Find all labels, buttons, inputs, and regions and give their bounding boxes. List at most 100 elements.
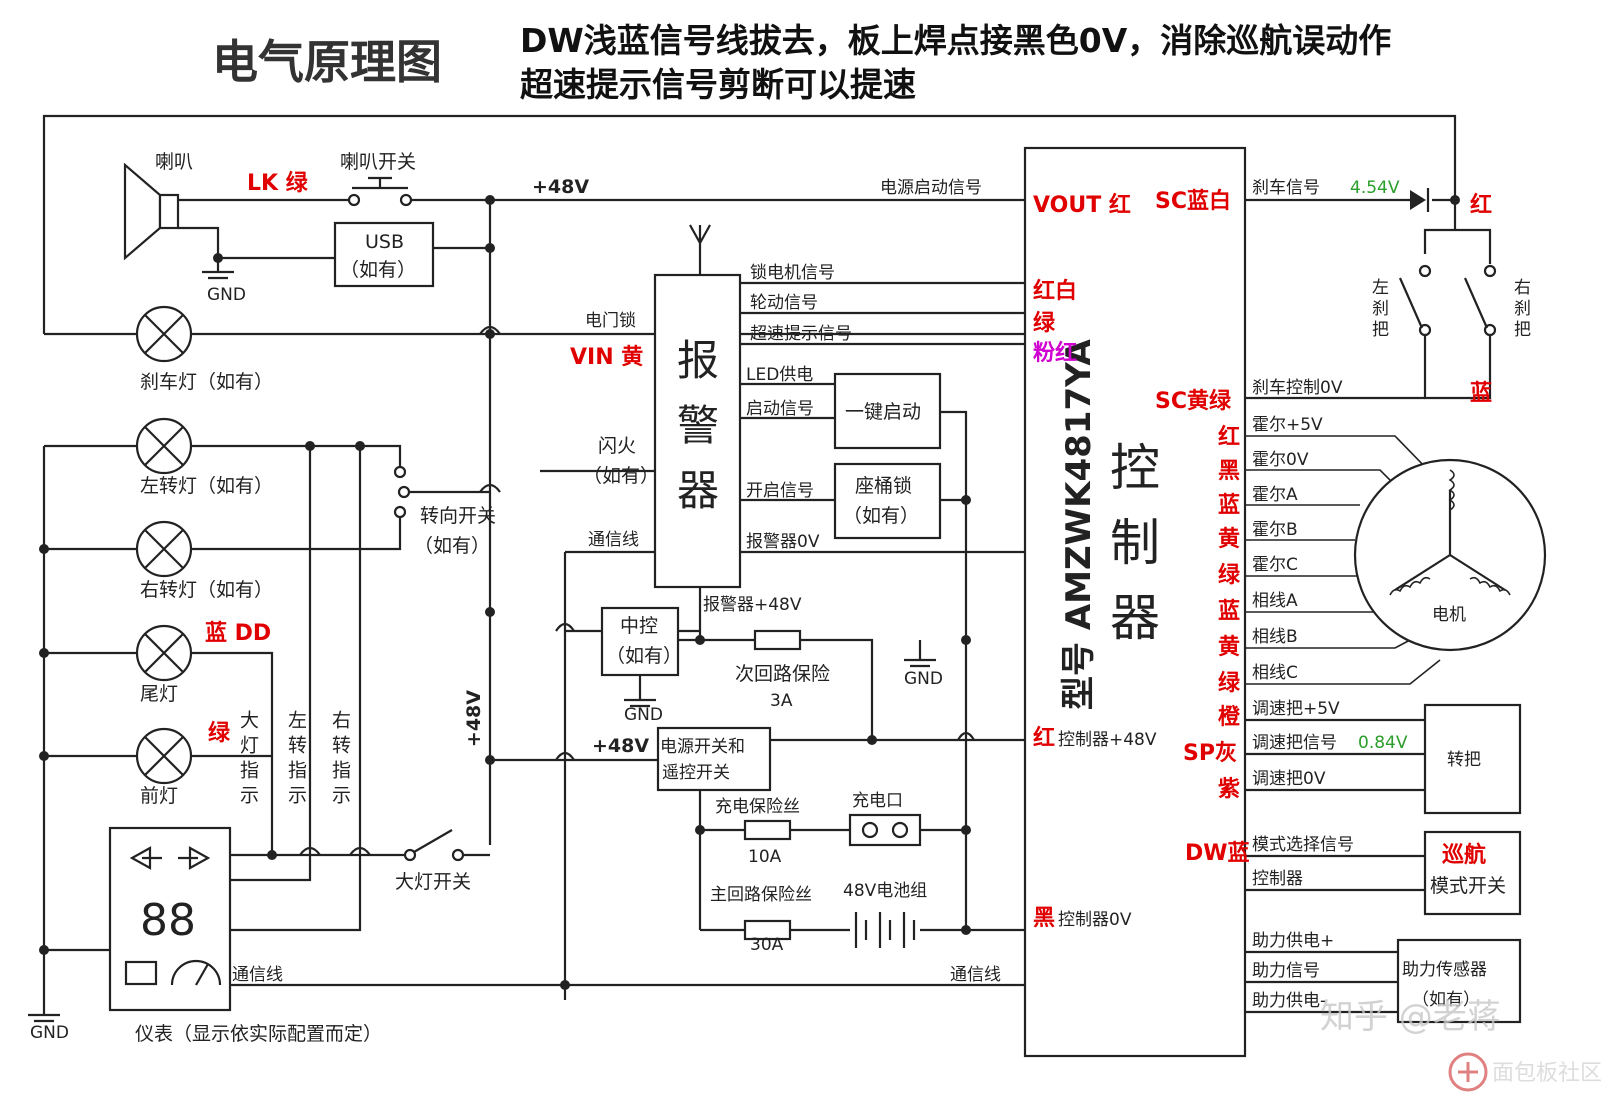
assist-line-0: 助力供电+: [1252, 931, 1334, 951]
assist-sensor-optional: （如有）: [1412, 990, 1480, 1010]
red-white-label: 红白: [1033, 278, 1077, 304]
right-brake-label: 右刹把: [1510, 278, 1531, 341]
head-lamp-color: 绿: [208, 720, 231, 746]
power-switch-label-2: 遥控开关: [662, 763, 730, 783]
charge-fuse-value: 10A: [748, 847, 782, 867]
phase-color-1: 黄: [1218, 635, 1240, 660]
phase-color-2: 绿: [1218, 670, 1241, 696]
left-indicator-label: 左转指示: [285, 710, 307, 810]
site-logo-icon: [1448, 1052, 1488, 1092]
brake-ctrl-label: 刹车控制0V: [1252, 378, 1343, 398]
hall-color-2: 蓝: [1218, 493, 1240, 518]
horn-switch-symbol: [347, 176, 413, 207]
tail-lamp-color: 蓝 DD: [205, 621, 271, 646]
meter-panel: [108, 826, 232, 1012]
right-brake-switch: [1463, 264, 1497, 345]
hall-color-1: 黑: [1218, 459, 1240, 484]
hall-color-0: 红: [1218, 424, 1240, 450]
assist-line-2: 助力供电-: [1252, 991, 1326, 1011]
tail-lamp-label: 尾灯: [140, 683, 178, 705]
charge-fuse-label: 充电保险丝: [715, 797, 800, 817]
main-fuse-value: 30A: [750, 935, 784, 955]
hall-line-4: 霍尔C: [1252, 555, 1298, 575]
alarm-signal-0: 锁电机信号: [750, 263, 835, 283]
controller-char-1: 控: [1110, 439, 1160, 497]
brake-lamp-label: 刹车灯（如有）: [140, 371, 273, 393]
brake-signal-label: 刹车信号: [1252, 178, 1320, 198]
head-indicator-label: 大灯指示: [237, 710, 259, 810]
flash-optional-label: （如有）: [583, 465, 659, 487]
power-switch-label-1: 电源开关和: [660, 737, 745, 757]
throttle-line-2: 调速把0V: [1252, 769, 1326, 789]
throttle-color-2: 紫: [1218, 776, 1240, 802]
comm-line-mid-label: 通信线: [588, 530, 639, 550]
mode-switch-label: 模式开关: [1430, 875, 1506, 897]
usb-label: USB: [365, 231, 404, 253]
assist-sensor-box: [1396, 938, 1522, 1024]
charge-port-label: 充电口: [852, 791, 903, 811]
flash-label: 闪火: [598, 435, 636, 457]
header-note-line1: DW浅蓝信号线拔去，板上焊点接黑色0V，消除巡航误动作: [520, 21, 1391, 60]
throttle-line-1: 调速把信号: [1252, 733, 1337, 753]
comm-line-bottom-right: 通信线: [950, 965, 1001, 985]
ignition-label: 电门锁: [585, 311, 636, 331]
turn-switch-label: 转向开关: [420, 505, 496, 527]
hall-line-7: 相线C: [1252, 663, 1298, 683]
assist-line-1: 助力信号: [1252, 961, 1320, 981]
head-lamp-label: 前灯: [140, 785, 178, 807]
alarm-signal-2: 超速提示信号: [750, 324, 852, 344]
turn-switch-optional: （如有）: [414, 535, 490, 557]
alarm-signal-4: 启动信号: [746, 399, 814, 419]
alarm-char-1: 报: [677, 336, 719, 385]
motor-symbol: [1353, 458, 1547, 652]
battery-symbol: [854, 912, 916, 948]
brake-lamp: [135, 305, 193, 363]
turn-switch-symbol: [393, 465, 411, 519]
plus48v-top-label: +48V: [532, 176, 589, 198]
gnd-horn-label: GND: [207, 285, 246, 305]
mode-controller-label: 控制器: [1252, 869, 1303, 889]
mode-switch-box: [1423, 830, 1522, 916]
sub-fuse: [753, 629, 802, 651]
power-start-signal-label: 电源启动信号: [880, 178, 982, 198]
head-lamp: [135, 727, 193, 785]
headlight-switch-label: 大灯开关: [395, 871, 471, 893]
usb-optional-label: （如有）: [340, 259, 416, 281]
one-key-start-label: 一键启动: [845, 401, 921, 423]
controller-box: [1023, 146, 1247, 1058]
brake-voltage: 4.54V: [1350, 178, 1400, 198]
seat-lock-optional: （如有）: [843, 505, 919, 527]
seat-lock-box: [833, 462, 942, 540]
site-watermark: 面包板社区: [1492, 1061, 1602, 1086]
alarm-signal-3: LED供电: [746, 365, 813, 385]
central-control-label: 中控: [620, 615, 658, 637]
controller-model: 型号 AMZWK4817YA: [1059, 339, 1099, 710]
throttle-label: 转把: [1447, 750, 1481, 770]
hall-line-5: 相线A: [1252, 591, 1298, 611]
diagram-title: 电气原理图: [212, 35, 442, 89]
hall-color-3: 黄: [1218, 527, 1240, 552]
meter-digits: 88: [140, 895, 196, 946]
sub-fuse-value: 3A: [770, 691, 793, 711]
sc-blue-white-label: SC蓝白: [1155, 188, 1231, 214]
central-control-optional: （如有）: [606, 645, 682, 667]
horn-switch-label: 喇叭开关: [340, 151, 416, 173]
junction-dots: [39, 195, 1460, 990]
brake-red-label: 红: [1470, 192, 1492, 218]
zhihu-watermark: 知乎 @老蒋: [1320, 997, 1501, 1037]
right-turn-lamp: [135, 520, 193, 578]
usb-module: [333, 221, 435, 288]
wiring: [42, 114, 1492, 1015]
controller-48v-label: 控制器+48V: [1058, 730, 1157, 750]
controller-0v-color: 黑: [1033, 906, 1055, 931]
gnd-mid-label: GND: [904, 669, 943, 689]
sub-fuse-label: 次回路保险: [735, 663, 830, 685]
vin-label: VIN 黄: [570, 345, 643, 370]
right-indicator-label: 右转指示: [329, 710, 351, 810]
brake-diode: [1410, 188, 1430, 212]
brake-blue-label: 蓝: [1470, 381, 1492, 406]
mode-signal-label: 模式选择信号: [1252, 835, 1354, 855]
central-control-box: [600, 606, 680, 677]
horn-label: 喇叭: [155, 151, 193, 173]
hall-line-1: 霍尔0V: [1252, 450, 1309, 470]
